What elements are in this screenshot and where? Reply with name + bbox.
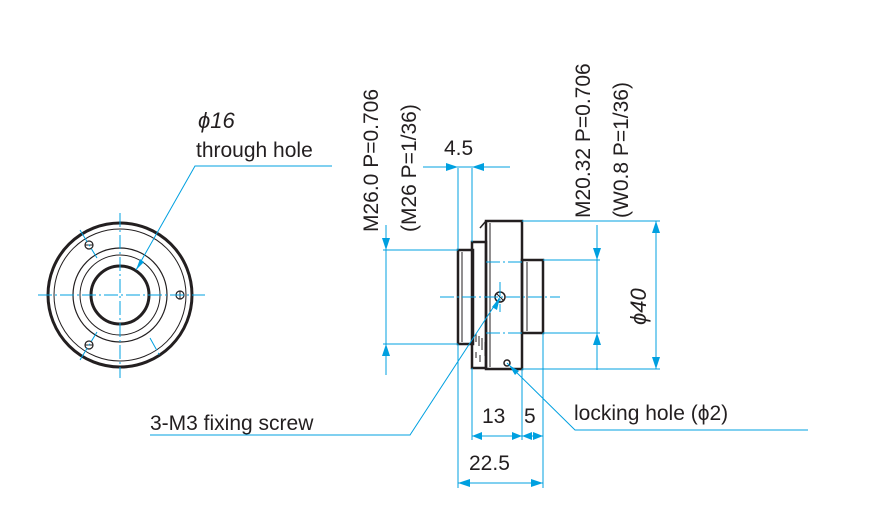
outer-diameter-dimension bbox=[522, 220, 660, 370]
mount-thread-dimension bbox=[382, 225, 458, 375]
screw-axis bbox=[149, 337, 161, 357]
bore-diameter-label: ϕ16 bbox=[198, 108, 235, 133]
length-dimensions bbox=[457, 333, 544, 488]
side-view bbox=[440, 219, 560, 371]
knurl-marks bbox=[475, 334, 486, 362]
front-thread-label: M20.32 P=0.706 bbox=[572, 63, 595, 218]
length-5-label: 5 bbox=[524, 405, 536, 428]
bore-leader-arrow bbox=[136, 259, 144, 270]
mount-thread-label: M26.0 P=0.706 bbox=[360, 89, 383, 232]
front-thread-alt-label: (W0.8 P=1/36) bbox=[610, 82, 633, 218]
front-view bbox=[38, 165, 332, 378]
bore-leader bbox=[135, 165, 332, 271]
length-total-label: 22.5 bbox=[469, 452, 510, 475]
screw-axis bbox=[79, 331, 98, 361]
front-thread-dimension bbox=[543, 225, 601, 370]
mount-thread-alt-label: (M26 P=1/36) bbox=[398, 104, 421, 232]
locking-hole-label: locking hole (ϕ2) bbox=[574, 402, 728, 425]
outer-diameter-label: ϕ40 bbox=[626, 288, 651, 325]
length-13-label: 13 bbox=[482, 405, 505, 428]
fixing-screw-leader bbox=[150, 296, 501, 436]
outer-ring-inner-edge bbox=[53, 228, 187, 362]
side-locking-hole bbox=[503, 359, 511, 367]
flange-dimension bbox=[423, 163, 510, 250]
fixing-screw-label: 3-M3 fixing screw bbox=[150, 412, 314, 435]
flange-dimension-label: 4.5 bbox=[444, 137, 473, 160]
front-thread-section bbox=[520, 258, 545, 335]
bore-description-label: through hole bbox=[196, 139, 313, 162]
screw-axis bbox=[79, 229, 98, 259]
locking-hole-leader bbox=[506, 362, 808, 431]
